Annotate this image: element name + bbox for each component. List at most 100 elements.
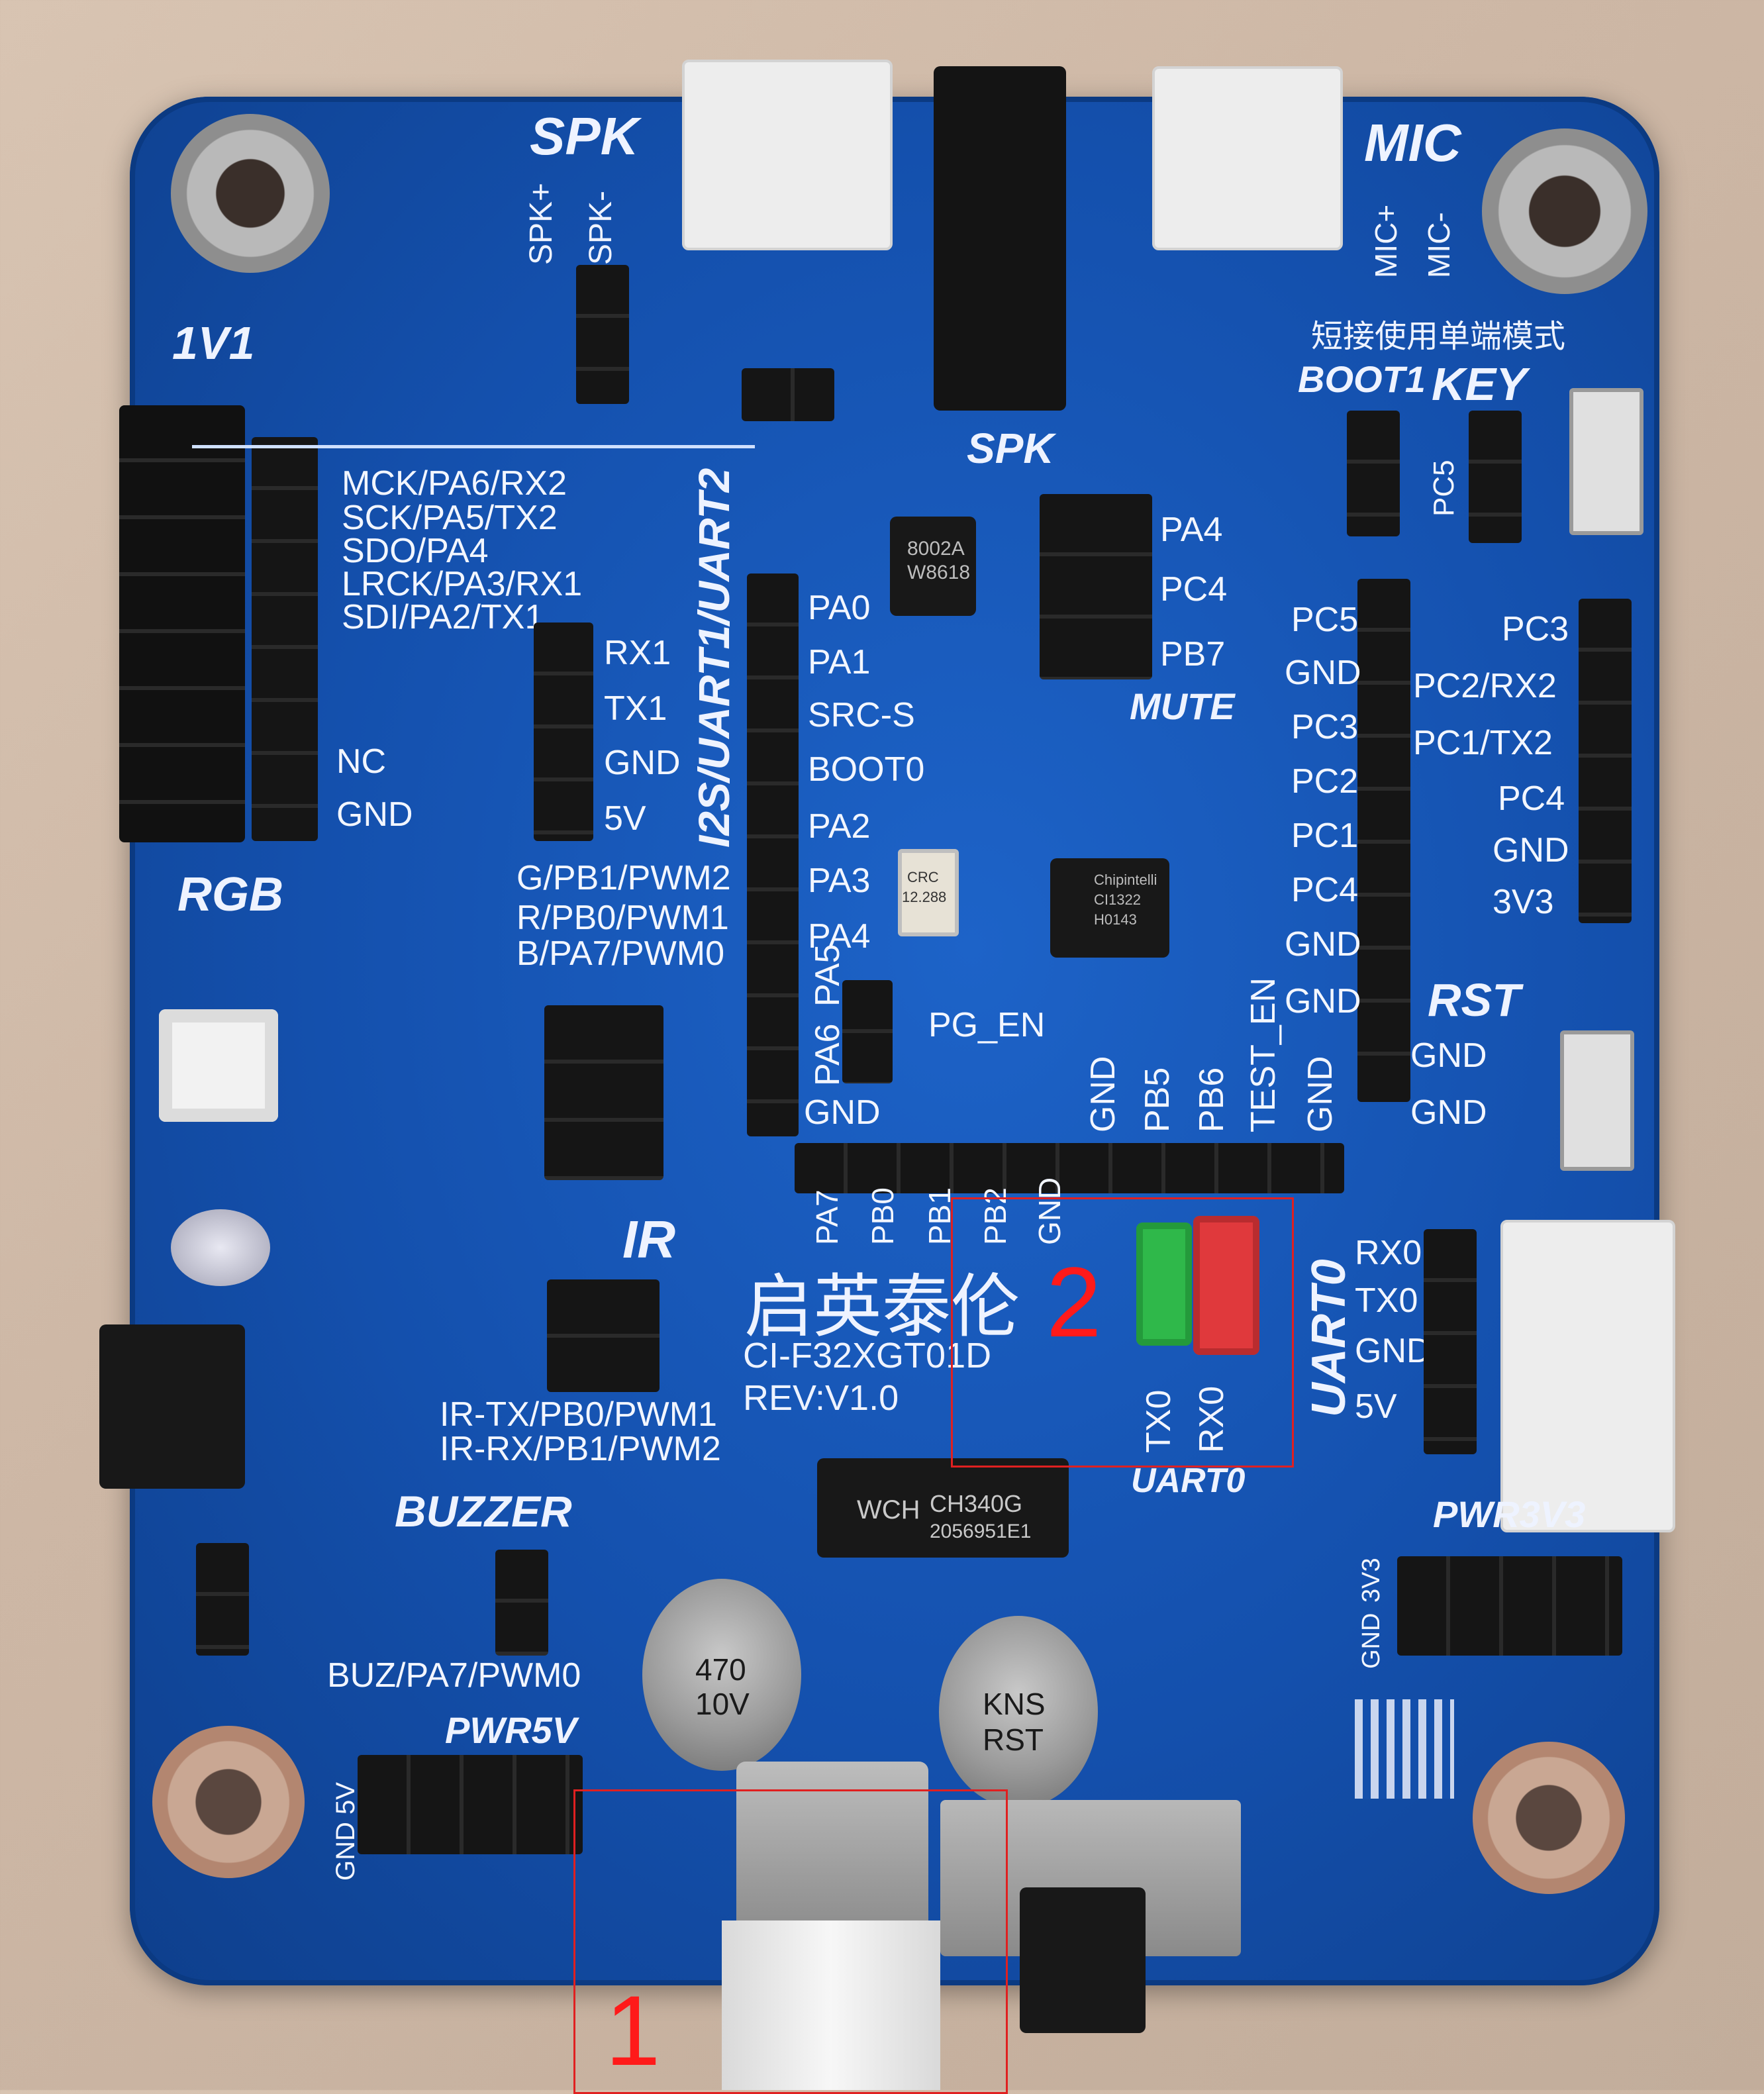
center-pin-pa3: PA3 bbox=[808, 862, 871, 900]
annotation-label-1: 1 bbox=[605, 1975, 661, 2086]
uart1-pin-tx1: TX1 bbox=[604, 689, 667, 728]
mute-section-label: MUTE bbox=[1130, 685, 1235, 727]
rgb-section-label: RGB bbox=[177, 868, 283, 921]
boot1-header bbox=[1347, 411, 1400, 536]
main-chip-model: CI1322 bbox=[1094, 891, 1141, 908]
uart0-pin-gnd: GND bbox=[1355, 1332, 1432, 1370]
center-pin-pa1: PA1 bbox=[808, 643, 871, 681]
pwr5v-pin-5v: 5V bbox=[331, 1782, 360, 1815]
pwr3v3-pin-3v3: 3V3 bbox=[1357, 1558, 1385, 1603]
row-pin-gnd-1: GND bbox=[1084, 1056, 1122, 1132]
rst-pin-gnd-2: GND bbox=[1410, 1093, 1487, 1132]
ir-pin-tx: IR-TX/PB0/PWM1 bbox=[440, 1395, 717, 1434]
main-chip-brand: Chipintelli bbox=[1094, 872, 1157, 888]
eeprom-chip bbox=[890, 517, 976, 616]
ir-receiver bbox=[99, 1324, 245, 1489]
mounting-hole-top-left bbox=[171, 114, 330, 273]
i2s-section-border bbox=[192, 445, 755, 448]
rgb-led bbox=[159, 1009, 278, 1122]
right-right-pin-pc4: PC4 bbox=[1498, 779, 1565, 818]
mic-connector bbox=[1152, 66, 1343, 250]
buzzer-right-header bbox=[495, 1550, 548, 1656]
ir-led bbox=[171, 1209, 270, 1286]
mounting-hole-bottom-right bbox=[1473, 1742, 1625, 1894]
usb-chip-brand: WCH bbox=[857, 1495, 920, 1524]
uart0-rx-jumper-red[interactable] bbox=[1193, 1216, 1259, 1355]
i2s-pin-gnd: GND bbox=[336, 795, 413, 834]
spk-header-label: SPK bbox=[967, 424, 1054, 472]
mute-pin-pa4: PA4 bbox=[1160, 511, 1223, 549]
uart0-tx-jumper-green[interactable] bbox=[1136, 1222, 1192, 1346]
buzzer-left-header bbox=[196, 1543, 249, 1656]
crystal-oscillator bbox=[898, 849, 959, 936]
right-right-pin-3v3: 3V3 bbox=[1493, 883, 1554, 921]
i2s-pin-nc: NC bbox=[336, 742, 387, 781]
main-chip-code: H0143 bbox=[1094, 911, 1137, 928]
cap-left-value: 470 bbox=[695, 1652, 746, 1687]
center-pin-pa4: PA4 bbox=[808, 917, 871, 956]
center-pin-pa2: PA2 bbox=[808, 807, 871, 846]
rgb-pin-b: B/PA7/PWM0 bbox=[516, 934, 725, 973]
main-chip bbox=[1050, 858, 1169, 958]
mic-minus-label: MIC- bbox=[1422, 212, 1456, 278]
mounting-hole-bottom-left bbox=[152, 1726, 305, 1878]
power-switch-slider[interactable] bbox=[1020, 1887, 1146, 2033]
bottom-horizontal-header bbox=[795, 1143, 1344, 1193]
right-header-left bbox=[1357, 579, 1410, 1102]
right-left-pin-pc5: PC5 bbox=[1291, 601, 1359, 639]
i2s-pin-sdo: SDO/PA4 bbox=[342, 532, 489, 570]
rgb-header bbox=[544, 1005, 663, 1180]
pwr3v3-header bbox=[1397, 1556, 1622, 1656]
capacitor-right bbox=[939, 1616, 1098, 1808]
rst-section-label: RST bbox=[1428, 974, 1520, 1026]
qr-code bbox=[1355, 1699, 1454, 1799]
spk-plus-label: SPK+ bbox=[524, 182, 559, 265]
key-pin-pc5: PC5 bbox=[1428, 460, 1460, 517]
cap-left-voltage: 10V bbox=[695, 1687, 750, 1721]
mute-pin-pb7: PB7 bbox=[1160, 635, 1226, 673]
usb-serial-chip bbox=[817, 1458, 1069, 1558]
usb-cable bbox=[722, 1920, 940, 2090]
key-button[interactable] bbox=[1569, 388, 1643, 535]
right-right-pin-pc1-tx2: PC1/TX2 bbox=[1413, 724, 1553, 762]
row-pin-pb0: PB0 bbox=[865, 1187, 900, 1245]
model-label: CI-F32XGT01D bbox=[743, 1336, 992, 1375]
right-left-pin-gnd-2: GND bbox=[1285, 925, 1361, 964]
buzzer-section-label: BUZZER bbox=[395, 1487, 572, 1536]
uart0-pin-rx0: RX0 bbox=[1355, 1234, 1422, 1272]
center-pin-pa6: PA6 bbox=[808, 1023, 847, 1086]
uart0-header bbox=[1424, 1229, 1477, 1454]
uart1-pin-gnd: GND bbox=[604, 744, 681, 782]
uart1-pin-5v: 5V bbox=[604, 799, 646, 838]
mic-plus-label: MIC+ bbox=[1369, 204, 1403, 278]
i2s-uart-section-label: I2S/UART1/UART2 bbox=[689, 468, 738, 848]
v1-section-label: 1V1 bbox=[172, 317, 255, 369]
pwr3v3-pin-gnd: GND bbox=[1357, 1613, 1385, 1669]
row-pin-test-en: TEST_EN bbox=[1244, 977, 1283, 1132]
row-pin-pa7: PA7 bbox=[810, 1189, 844, 1245]
buzzer-pin-label: BUZ/PA7/PWM0 bbox=[327, 1656, 581, 1695]
right-right-pin-pc2-rx2: PC2/RX2 bbox=[1413, 667, 1557, 705]
crystal-text-2: 12.288 bbox=[902, 889, 947, 905]
i2s-pin-mck: MCK/PA6/RX2 bbox=[342, 464, 567, 503]
i2s-pin-sck: SCK/PA5/TX2 bbox=[342, 499, 558, 537]
annotation-box-2 bbox=[951, 1197, 1294, 1468]
right-header-right bbox=[1579, 599, 1632, 923]
usb-chip-code: 2056951E1 bbox=[930, 1521, 1032, 1542]
spk-connector bbox=[682, 60, 893, 250]
center-pin-src-s: SRC-S bbox=[808, 696, 915, 734]
rgb-pin-g: G/PB1/PWM2 bbox=[516, 859, 731, 897]
rst-button[interactable] bbox=[1560, 1030, 1634, 1171]
spk-bridge-header bbox=[742, 368, 834, 421]
i2s-pin-sdi: SDI/PA2/TX1 bbox=[342, 598, 544, 636]
pwr5v-pin-gnd: GND bbox=[331, 1822, 360, 1881]
center-pin-pa5: PA5 bbox=[808, 944, 847, 1007]
right-right-pin-pc3: PC3 bbox=[1502, 610, 1569, 648]
uart0-connector bbox=[1500, 1220, 1675, 1532]
boot1-section-label: BOOT1 bbox=[1298, 358, 1426, 400]
spk-minus-label: SPK- bbox=[583, 190, 618, 265]
i2s-female-header bbox=[119, 405, 245, 842]
uart1-pin-rx1: RX1 bbox=[604, 634, 671, 672]
right-left-pin-pc1: PC1 bbox=[1291, 817, 1359, 855]
cap-right-rating: RST bbox=[983, 1722, 1044, 1757]
